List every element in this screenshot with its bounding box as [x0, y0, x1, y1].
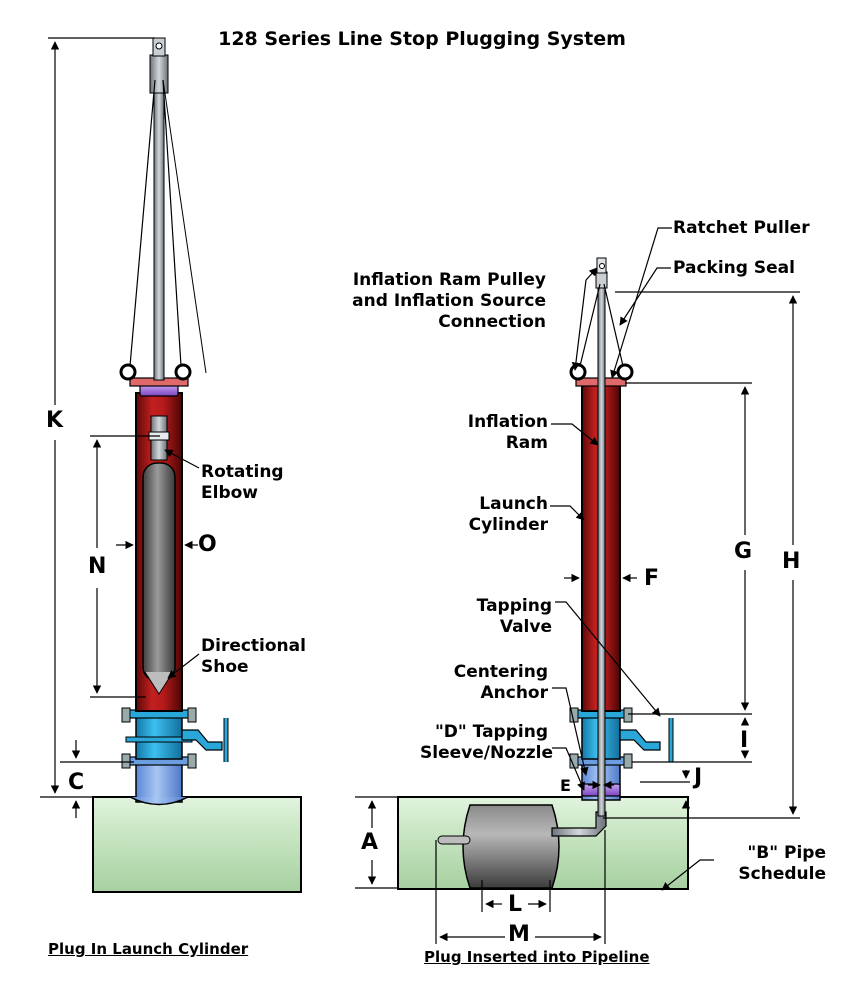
dim-J: J	[694, 765, 703, 790]
dim-O: O	[198, 532, 217, 557]
caption-left: Plug In Launch Cylinder	[48, 940, 249, 958]
right-leaders	[550, 227, 714, 891]
label-centering-anchor: Centering Anchor	[453, 662, 548, 703]
label-rotating-elbow: Rotating Elbow	[201, 462, 284, 503]
label-ratchet-puller: Ratchet Puller	[673, 218, 810, 238]
dim-G: G	[734, 539, 753, 564]
label-directional-shoe: Directional Shoe	[201, 636, 306, 677]
left-pipe	[92, 796, 302, 893]
caption-right: Plug Inserted into Pipeline	[424, 948, 650, 966]
right-inflation-ram	[597, 283, 606, 817]
dim-L: L	[508, 892, 523, 917]
left-inflation-ram	[153, 59, 165, 381]
left-dimensions	[40, 37, 200, 818]
left-assembly	[92, 37, 302, 893]
dim-N: N	[88, 554, 107, 579]
right-dimensions	[355, 291, 800, 944]
dim-F: F	[644, 566, 660, 591]
dim-A: A	[361, 830, 379, 855]
dim-M: M	[508, 922, 530, 947]
left-plug	[142, 462, 176, 682]
label-pipe-schedule: "B" Pipe Schedule	[738, 843, 826, 884]
dim-H: H	[782, 549, 801, 574]
label-launch-cylinder: Launch Cylinder	[468, 494, 548, 535]
dim-C: C	[68, 770, 85, 795]
label-tapping-valve: Tapping Valve	[476, 596, 552, 637]
label-inflation-ram: Inflation Ram	[467, 412, 548, 453]
dim-E: E	[560, 776, 571, 795]
label-tapping-sleeve: "D" Tapping Sleeve/Nozzle	[420, 722, 554, 763]
dim-K: K	[46, 408, 64, 433]
diagram-title: 128 Series Line Stop Plugging System	[218, 28, 626, 50]
label-packing-seal: Packing Seal	[673, 258, 795, 278]
label-inflation-ram-pulley: Inflation Ram Pulley and Inflation Sourc…	[352, 270, 546, 332]
left-nozzle	[135, 761, 183, 803]
dim-I: I	[740, 728, 749, 753]
right-plug	[462, 804, 560, 889]
